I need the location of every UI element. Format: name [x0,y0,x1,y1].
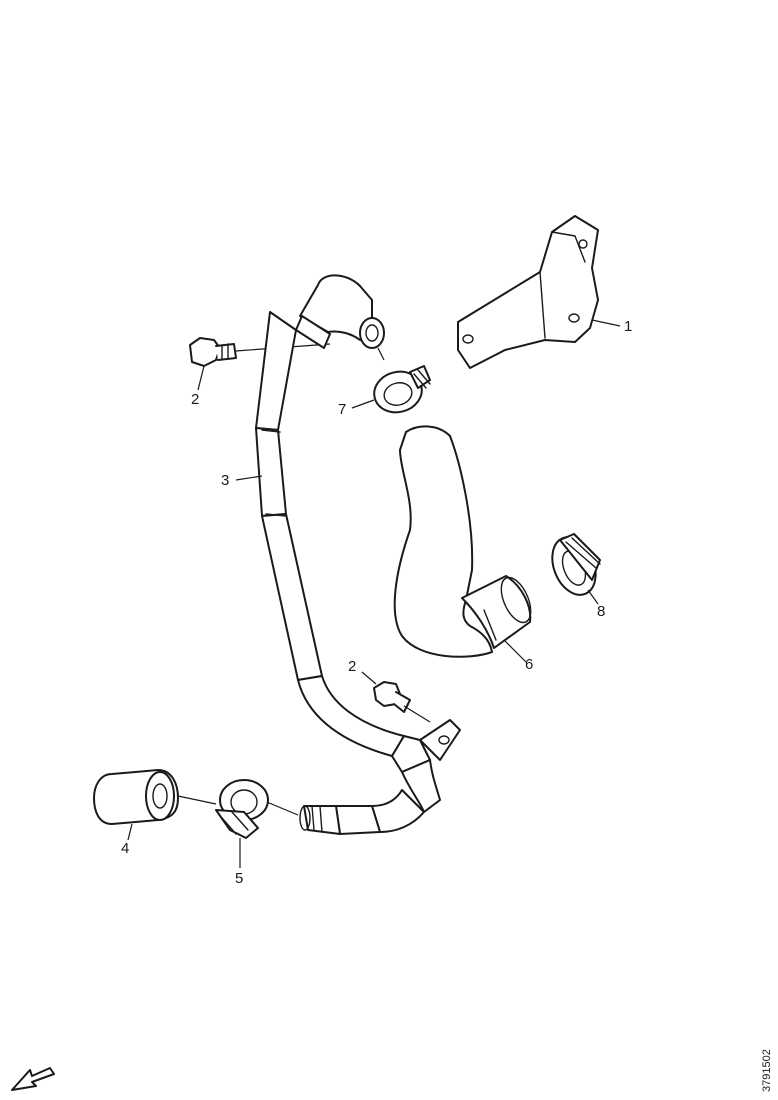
clamp-part-5 [215,779,269,868]
callout-5: 5 [235,870,243,887]
callout-2-upper: 2 [191,391,199,408]
callout-3: 3 [221,472,229,489]
bracket-part-1 [457,215,621,369]
sleeve-part-4 [93,769,217,841]
bolt-part-2-lower [361,671,431,723]
reference-number: 3791502 [761,1049,773,1092]
callout-1: 1 [624,318,632,335]
hose-part-6 [393,425,532,663]
pipe-part-3 [235,274,461,835]
callout-2-lower: 2 [348,658,356,675]
bolt-part-2-upper [189,337,331,391]
arrow-down-left-icon [11,1067,55,1091]
callout-8: 8 [597,603,605,620]
clamp-part-7 [351,347,431,414]
callout-7: 7 [338,401,346,418]
callout-6: 6 [525,656,533,673]
clamp-part-8 [551,533,601,605]
callout-4: 4 [121,840,129,857]
